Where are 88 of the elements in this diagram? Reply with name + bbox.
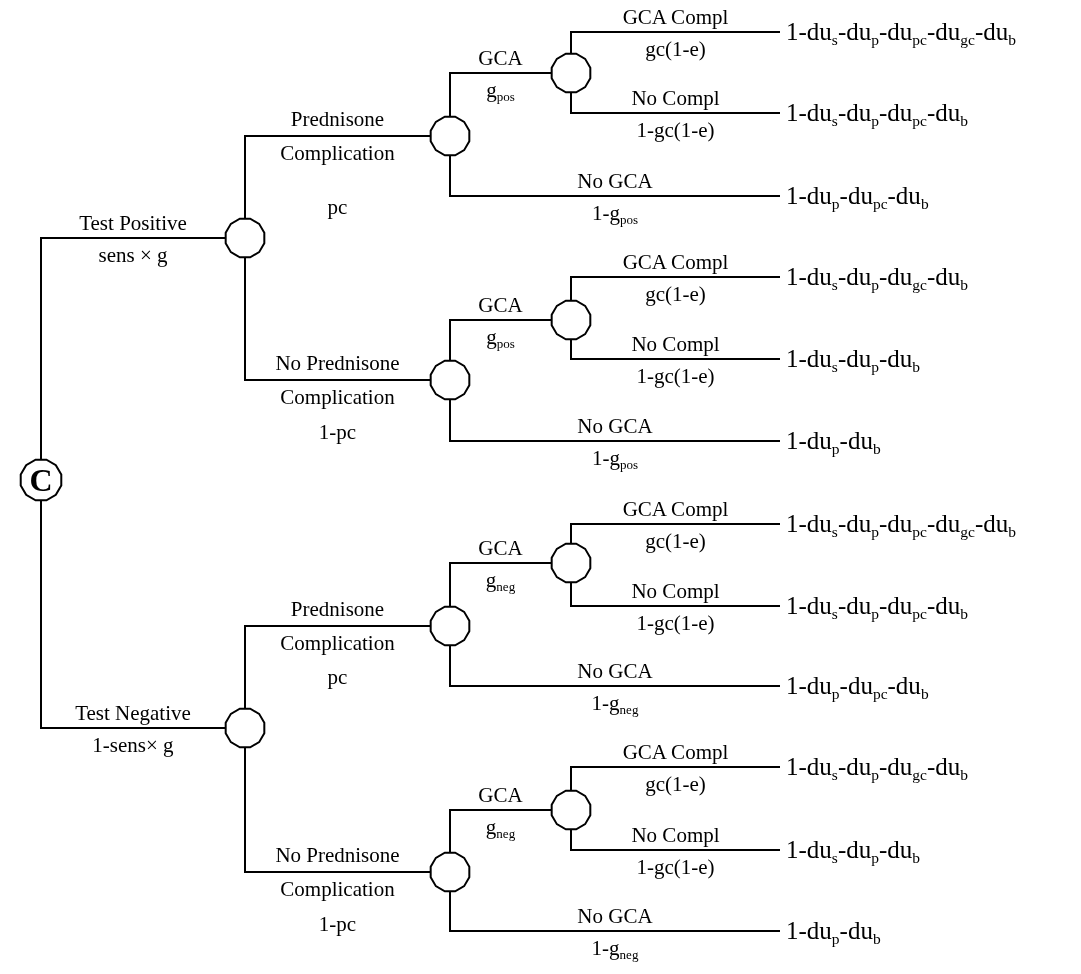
branch-line: [244, 135, 431, 219]
probability-label: 1-g$_{pos}$: [591, 200, 639, 226]
branch-line: [449, 645, 781, 687]
branch-label: No Compl: [631, 85, 720, 110]
branch-line: [570, 523, 781, 544]
branch-line: [449, 319, 552, 361]
branch-line: [244, 257, 431, 381]
branch-label: No GCA: [577, 168, 653, 193]
branch-label: No Compl: [631, 578, 720, 603]
branch-line: [40, 237, 226, 460]
chance-node: [429, 851, 471, 893]
probability-label: 1-gc(1-e): [636, 854, 715, 880]
branch-label: No GCA: [577, 903, 653, 928]
branch-line: [570, 276, 781, 301]
branch-label: Prednisone Complication: [279, 106, 396, 167]
probability-label: pc: [327, 664, 348, 690]
probability-label: sens × g: [98, 242, 168, 268]
branch-label: GCA Compl: [622, 496, 729, 521]
probability-label: pc: [327, 194, 348, 220]
chance-node: [429, 115, 471, 157]
payoff-text: 1-du$_{p}$-du$_{pc}$-du$_{b}$: [780, 671, 929, 701]
probability-label: 1-g$_{neg}$: [591, 935, 639, 961]
chance-node: [550, 789, 592, 831]
branch-line: [449, 891, 781, 932]
branch-label: GCA Compl: [622, 739, 729, 764]
branch-label: GCA: [478, 292, 523, 317]
branch-label: No GCA: [577, 413, 653, 438]
payoff-text: 1-du$_{s}$-du$_{p}$-du$_{b}$: [780, 835, 921, 865]
payoff-text: 1-du$_{p}$-du$_{pc}$-du$_{b}$: [780, 181, 929, 211]
payoff-text: 1-du$_{s}$-du$_{p}$-du$_{gc}$-du$_{b}$: [780, 752, 968, 782]
probability-label: 1-sens× g: [92, 732, 174, 758]
branch-label: No Prednisone Complication: [274, 842, 401, 903]
chance-node: [224, 707, 266, 749]
probability-label: 1-gc(1-e): [636, 363, 715, 389]
payoff-text: 1-du$_{p}$-du$_{b}$: [780, 916, 881, 946]
branch-line: [449, 155, 781, 197]
branch-line: [570, 829, 781, 851]
branch-line: [244, 747, 431, 873]
probability-label: 1-g$_{pos}$: [591, 445, 639, 471]
probability-label: gc(1-e): [645, 281, 706, 307]
branch-label: GCA Compl: [622, 4, 729, 29]
chance-node: [429, 359, 471, 401]
probability-label: gc(1-e): [645, 528, 706, 554]
chance-node: [550, 299, 592, 341]
branch-label: No Compl: [631, 331, 720, 356]
payoff-text: 1-du$_{s}$-du$_{p}$-du$_{pc}$-du$_{b}$: [780, 591, 968, 621]
probability-label: g$_{pos}$: [486, 77, 515, 103]
branch-label: No Compl: [631, 822, 720, 847]
branch-label: Test Negative: [75, 700, 191, 725]
branch-label: GCA: [478, 45, 523, 70]
payoff-text: 1-du$_{s}$-du$_{p}$-du$_{pc}$-du$_{gc}$-du$_{b}$: [780, 509, 1016, 539]
probability-label: 1-g$_{neg}$: [591, 690, 639, 716]
branch-label: GCA: [478, 782, 523, 807]
chance-node: [224, 217, 266, 259]
probability-label: g$_{neg}$: [485, 567, 516, 593]
probability-label: 1-pc: [318, 911, 357, 937]
branch-label: No GCA: [577, 658, 653, 683]
branch-line: [449, 809, 552, 853]
payoff-text: 1-du$_{s}$-du$_{p}$-du$_{gc}$-du$_{b}$: [780, 262, 968, 292]
branch-line: [570, 766, 781, 791]
chance-node: [550, 542, 592, 584]
branch-line: [449, 72, 552, 117]
payoff-text: 1-du$_{p}$-du$_{b}$: [780, 426, 881, 456]
chance-node: C: [19, 458, 63, 502]
payoff-text: 1-du$_{s}$-du$_{p}$-du$_{pc}$-du$_{gc}$-du$_{b}$: [780, 17, 1016, 47]
branch-line: [449, 562, 552, 607]
chance-node: [550, 52, 592, 94]
probability-label: g$_{neg}$: [485, 814, 516, 840]
branch-label: No Prednisone Complication: [274, 350, 401, 411]
chance-node: [429, 605, 471, 647]
branch-line: [40, 500, 226, 729]
branch-line: [570, 339, 781, 360]
branch-label: GCA: [478, 535, 523, 560]
probability-label: g$_{pos}$: [486, 324, 515, 350]
probability-label: 1-pc: [318, 419, 357, 445]
branch-label: Test Positive: [79, 210, 187, 235]
branch-line: [570, 31, 781, 54]
branch-label: GCA Compl: [622, 249, 729, 274]
branch-line: [570, 582, 781, 607]
branch-line: [570, 92, 781, 114]
probability-label: gc(1-e): [645, 36, 706, 62]
probability-label: gc(1-e): [645, 771, 706, 797]
branch-line: [449, 399, 781, 442]
probability-label: 1-gc(1-e): [636, 117, 715, 143]
branch-line: [244, 625, 431, 709]
payoff-text: 1-du$_{s}$-du$_{p}$-du$_{pc}$-du$_{b}$: [780, 98, 968, 128]
payoff-text: 1-du$_{s}$-du$_{p}$-du$_{b}$: [780, 344, 921, 374]
probability-label: 1-gc(1-e): [636, 610, 715, 636]
